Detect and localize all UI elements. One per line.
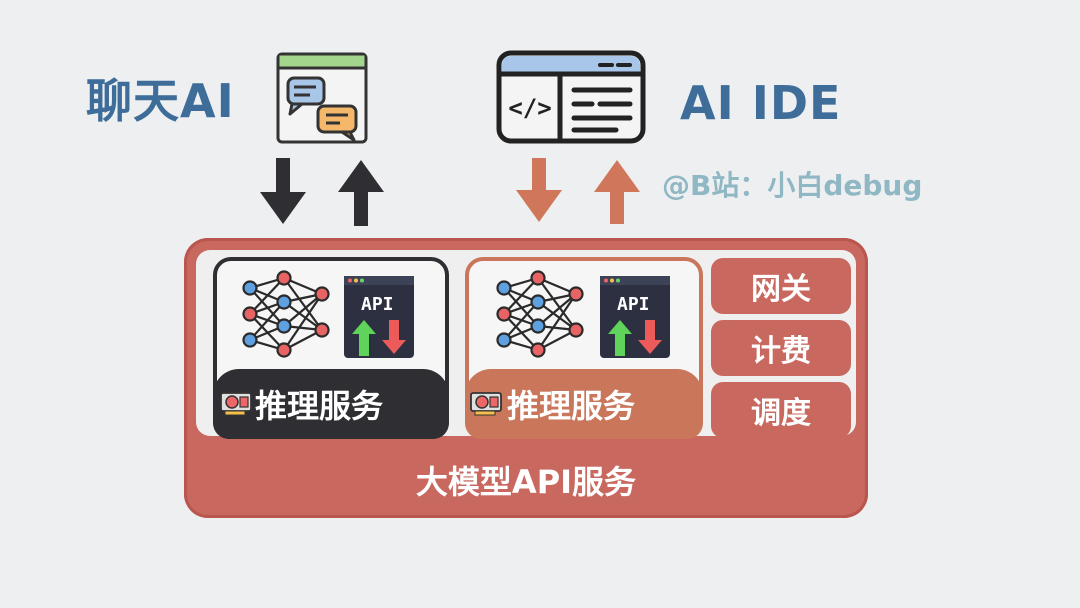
ide-arrows [516,158,640,224]
arrow-up-icon [338,160,384,226]
scheduling-label: 调度 [751,396,811,431]
neural-network-icon [496,270,584,358]
code-window-icon: </> [496,50,646,144]
api-window-2: API [600,276,670,358]
chat-arrows [260,158,384,226]
api-label-2: API [617,294,650,315]
scheduling-box: 调度 [711,382,851,438]
gpu-card-icon [220,392,252,416]
gateway-box: 网关 [711,258,851,314]
llm-api-service-label: 大模型API服务 [415,463,637,501]
api-window-chrome [600,276,670,356]
inference-service-label-2: 推理服务 [507,387,636,425]
inference-service-band-1: 推理服务 [213,369,449,439]
svg-text:</>: </> [508,94,551,122]
gpu-card-icon [470,392,502,416]
watermark: @B站：小白debug [662,169,923,202]
arrow-up-icon [594,160,640,224]
gateway-label: 网关 [751,272,811,307]
api-window-chrome [344,276,414,356]
billing-label: 计费 [751,334,811,369]
api-window-1: API [344,276,414,358]
inference-service-band-2: 推理服务 [465,369,703,439]
red-down-arrow-icon [382,320,406,354]
green-up-arrow-icon [352,320,376,356]
arrow-down-icon [516,158,562,222]
billing-box: 计费 [711,320,851,376]
red-down-arrow-icon [638,320,662,354]
ai-ide-label: AI IDE [680,76,842,130]
api-label-1: API [361,294,394,315]
arrow-down-icon [260,158,306,224]
chat-ai-label: 聊天AI [86,74,235,128]
chat-window-icon [276,52,368,144]
green-up-arrow-icon [608,320,632,356]
inference-service-label-1: 推理服务 [255,387,384,425]
neural-network-icon [242,270,330,358]
